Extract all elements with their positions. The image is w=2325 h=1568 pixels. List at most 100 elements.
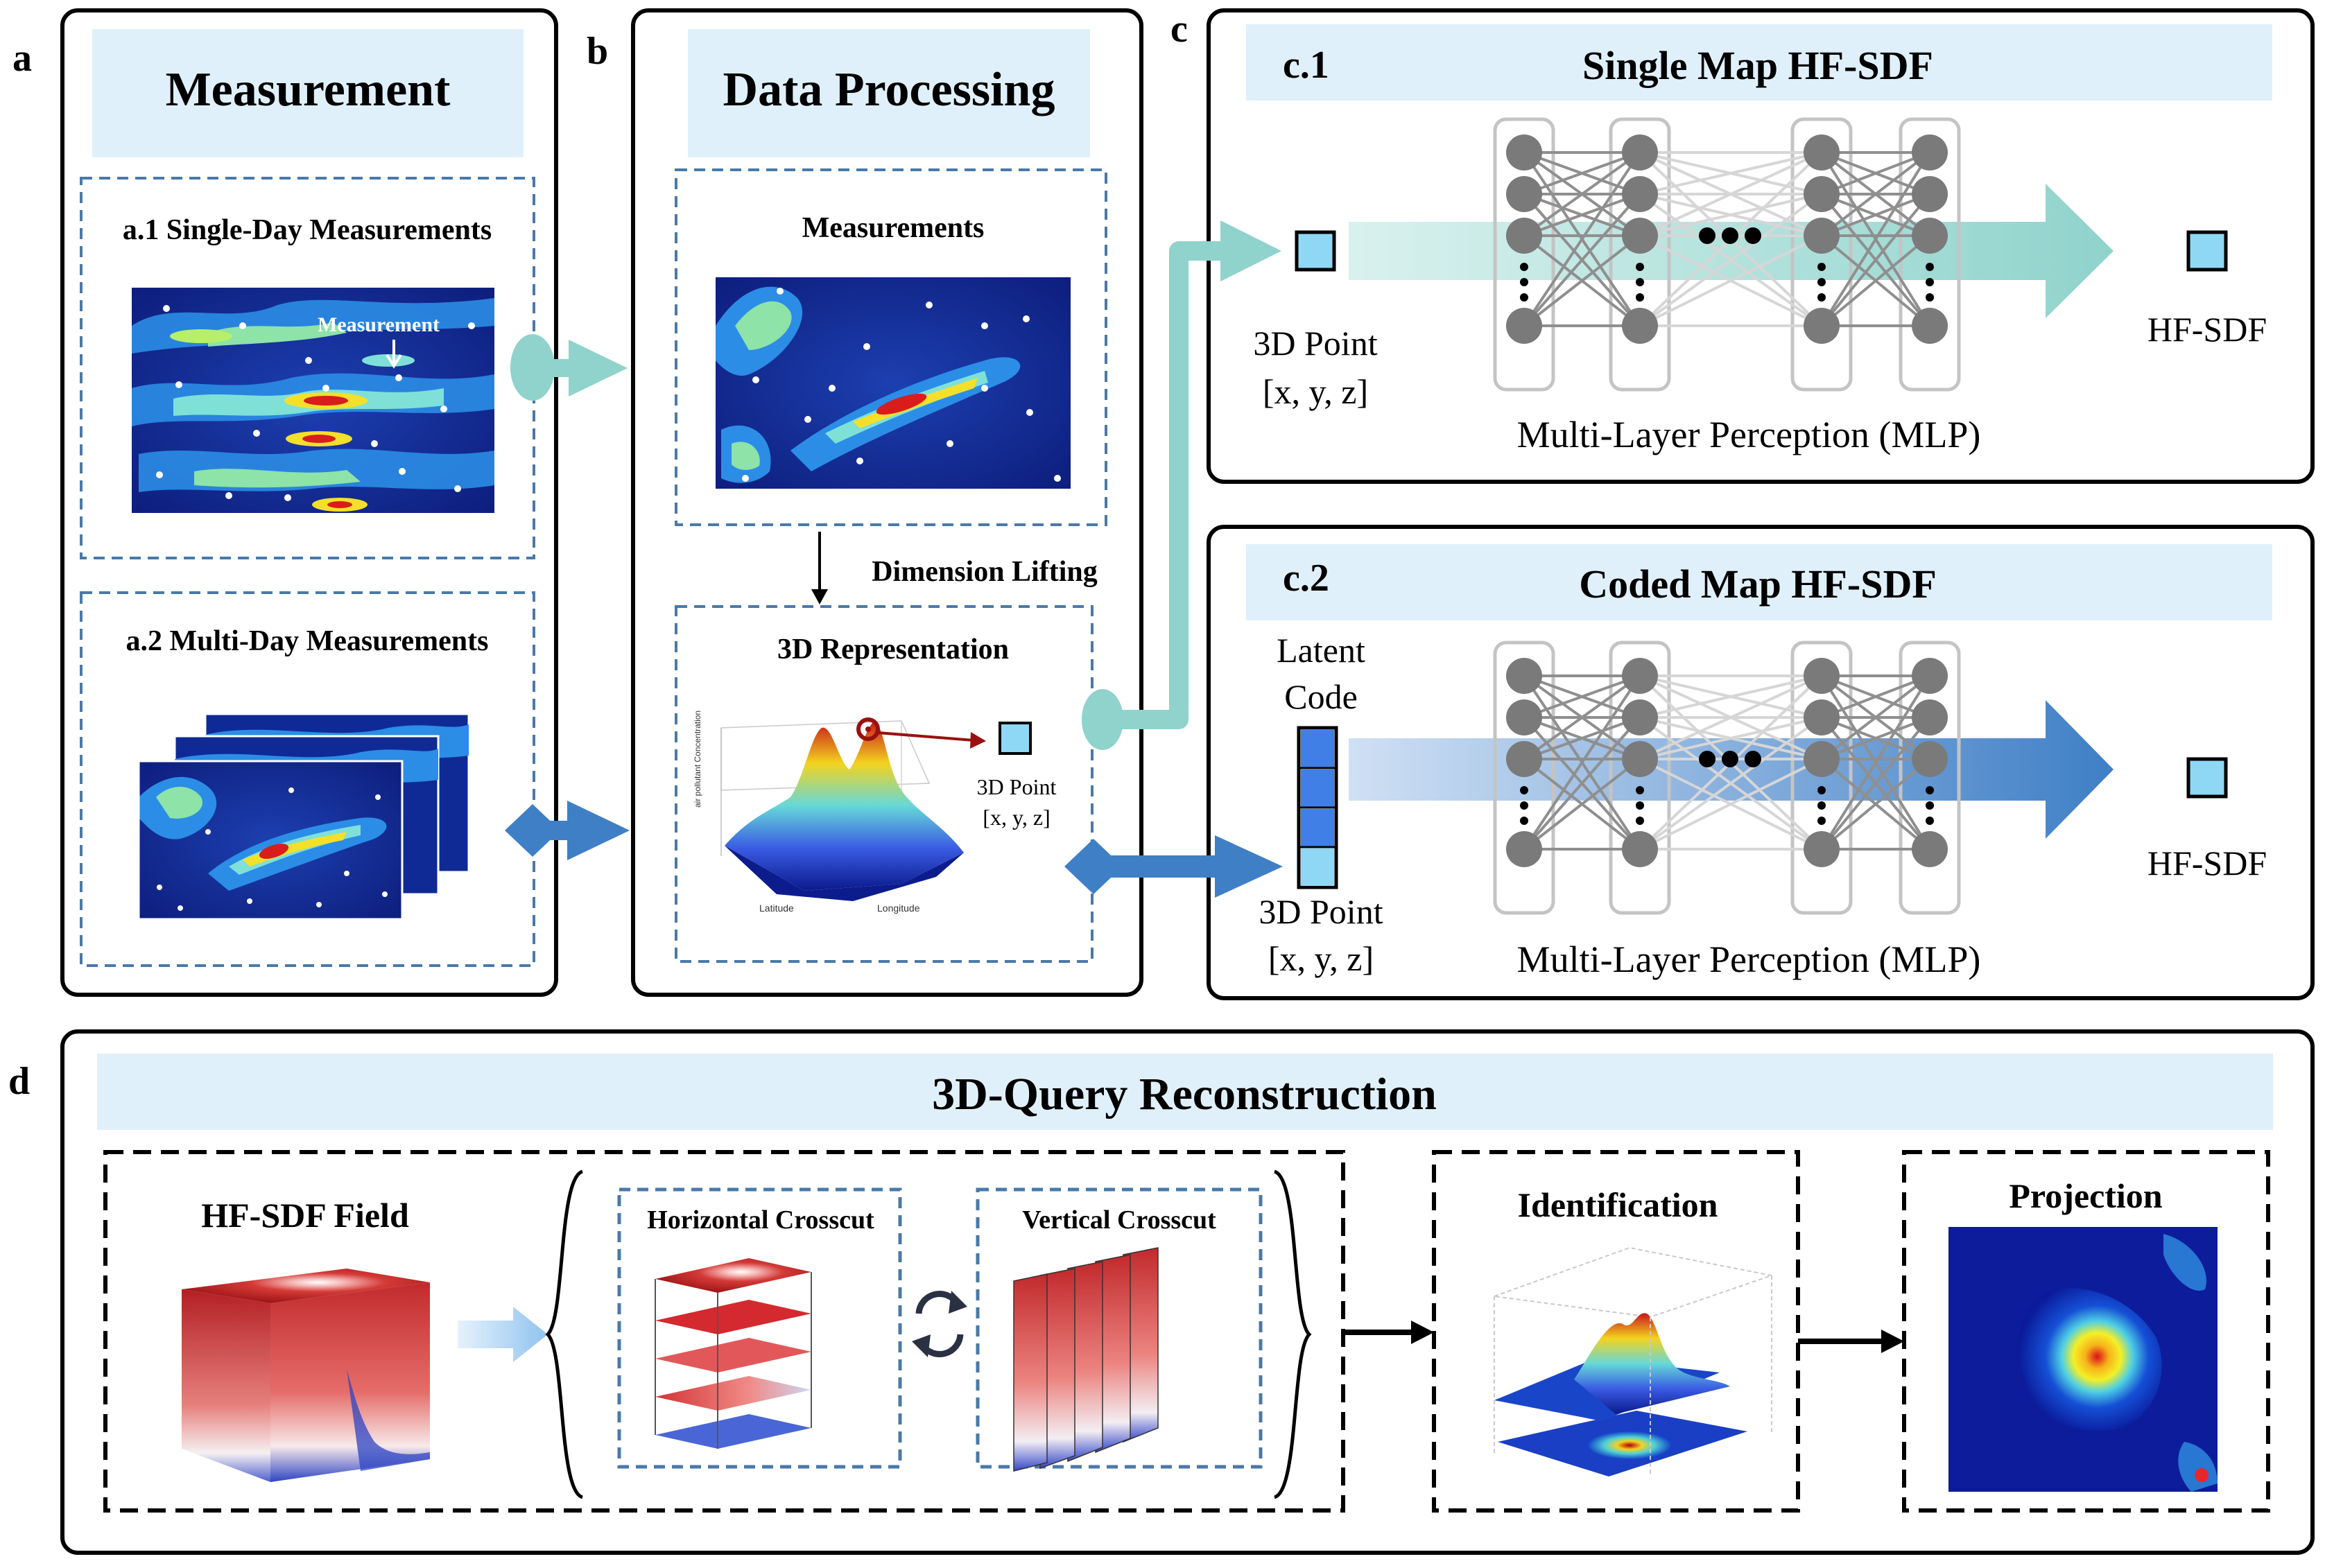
mlp-ellipsis-dot <box>1817 786 1826 794</box>
plot-y-label: Longitude <box>877 903 920 914</box>
mlp-connection <box>1639 716 1822 760</box>
mlp-ellipsis-dot <box>1636 278 1644 286</box>
vertical-crosscut-label: Vertical Crosscut <box>1022 1205 1216 1235</box>
horizontal-crosscut-box <box>617 1187 902 1469</box>
mlp-connection <box>1820 674 1931 760</box>
field-to-crosscut-arrow <box>458 1307 548 1362</box>
mlp-node <box>1912 741 1948 777</box>
c2-flow-arrow <box>1349 700 2114 839</box>
left-brace <box>545 1169 584 1499</box>
mlp-ellipsis-dot <box>1926 817 1934 825</box>
mlp-ellipsis-dot <box>1636 801 1644 810</box>
c1-output-label: HF-SDF <box>2147 310 2267 349</box>
mlp-ellipsis-dot <box>1520 293 1528 302</box>
mlp-node <box>1804 699 1840 735</box>
c1-output-square <box>2186 230 2228 272</box>
mlp-connection <box>1523 151 1641 195</box>
panel-c2-tag: c.2 <box>1283 557 1329 600</box>
single-day-sample-points <box>156 305 475 501</box>
mlp-connection <box>1639 674 1822 719</box>
mlp-node <box>1622 134 1658 171</box>
mlp-node <box>1912 134 1948 171</box>
mlp-connection <box>1523 674 1641 851</box>
multi-day-box <box>80 591 535 967</box>
mlp-connection <box>1820 716 1931 851</box>
mlp-ellipsis-dot <box>1636 263 1644 271</box>
mlp-ellipsis-dot <box>1636 786 1644 794</box>
c1-input-point <box>1295 230 1336 272</box>
mlp-ellipsis-dot <box>1520 817 1528 825</box>
panel-b-frame <box>631 8 1143 997</box>
single-day-heatmap <box>132 288 494 513</box>
mlp-node <box>1506 741 1542 777</box>
mlp-layer-frame <box>1609 641 1671 915</box>
mlp-layer-frame <box>1790 641 1853 915</box>
vertical-slices <box>1013 1247 1159 1472</box>
panel-a-title: Measurement <box>166 63 451 116</box>
mlp-connection <box>1821 151 1930 195</box>
mlp-ellipsis-dot <box>1636 817 1644 825</box>
mlp-node <box>1804 218 1840 254</box>
identification-label: Identification <box>1518 1185 1718 1224</box>
mlp-ellipsis-dot <box>1926 293 1934 302</box>
c2-mlp-network <box>1493 641 1961 915</box>
c2-input-label-2: [x, y, z] <box>1268 939 1374 978</box>
mlp-ellipsis-dot <box>1636 293 1644 302</box>
measurements-label: Measurements <box>802 212 985 244</box>
mlp-connection <box>1820 151 1931 327</box>
sync-cycle-icon <box>912 1291 967 1357</box>
connector-b-to-c1 <box>1082 220 1281 750</box>
c1-mlp-label: Multi-Layer Perception (MLP) <box>1517 414 1981 455</box>
mlp-connection <box>1639 151 1822 237</box>
c1-input-label-2: [x, y, z] <box>1263 372 1368 411</box>
3d-surface-plot: air pollutant Concentration Latitude Lon… <box>693 711 964 914</box>
right-brace <box>1273 1169 1312 1499</box>
dimension-lifting-arrow-head <box>811 589 828 604</box>
mlp-node <box>1804 831 1840 867</box>
panel-b: b Data Processing Measurements Di <box>587 8 1143 997</box>
mlp-node <box>1622 308 1658 344</box>
horizontal-crosscut-label: Horizontal Crosscut <box>647 1205 874 1235</box>
vertical-crosscut-box <box>976 1187 1263 1469</box>
mlp-node <box>1622 741 1658 777</box>
c2-output-square <box>2186 757 2228 799</box>
mlp-ellipsis-dot <box>1520 263 1528 271</box>
mlp-connection <box>1820 234 1931 327</box>
mlp-connection <box>1639 193 1823 327</box>
multi-day-heatmap-stack <box>137 713 470 921</box>
plot-z-label: air pollutant Concentration <box>693 711 702 808</box>
point-label-1: 3D Point <box>977 774 1057 799</box>
mlp-connection <box>1639 234 1822 327</box>
mlp-connection <box>1820 193 1931 327</box>
mlp-connection <box>1820 151 1931 237</box>
mlp-node <box>1804 741 1840 777</box>
mlp-connection <box>1523 716 1641 851</box>
panel-c2-title-band <box>1246 544 2272 620</box>
panel-d-title: 3D-Query Reconstruction <box>932 1069 1437 1120</box>
c2-latent-label-2: Code <box>1284 677 1358 716</box>
c2-output-label: HF-SDF <box>2147 844 2267 882</box>
mlp-ellipsis-dot <box>1926 801 1934 810</box>
panel-c: c c.1 Single Map HF-SDF 3D Point [x, y, … <box>1170 8 2315 1000</box>
single-day-box <box>80 177 535 559</box>
connector-b-to-c2 <box>1064 835 1283 898</box>
mlp-ellipsis-dot <box>1817 263 1826 271</box>
panel-a-letter: a <box>12 37 32 80</box>
mlp-ellipsis-dot <box>1926 263 1934 271</box>
mlp-ellipsis-dot <box>1817 293 1826 302</box>
horizontal-slices <box>655 1258 812 1449</box>
selected-point-marker <box>856 717 880 741</box>
mlp-ellipsis-dot <box>1520 801 1528 810</box>
measurements-heatmap <box>716 277 1071 489</box>
panel-d-frame <box>60 1029 2315 1555</box>
mlp-node <box>1912 218 1948 254</box>
field-label: HF-SDF Field <box>201 1196 409 1235</box>
mlp-hidden-ellipsis-dot <box>1699 227 1715 244</box>
identification-box <box>1432 1150 1800 1513</box>
mlp-node <box>1912 176 1948 212</box>
mlp-node <box>1804 308 1840 344</box>
mlp-node <box>1912 308 1948 344</box>
mlp-layer-frame <box>1899 117 1961 392</box>
mlp-hidden-ellipsis-dot <box>1745 751 1761 767</box>
